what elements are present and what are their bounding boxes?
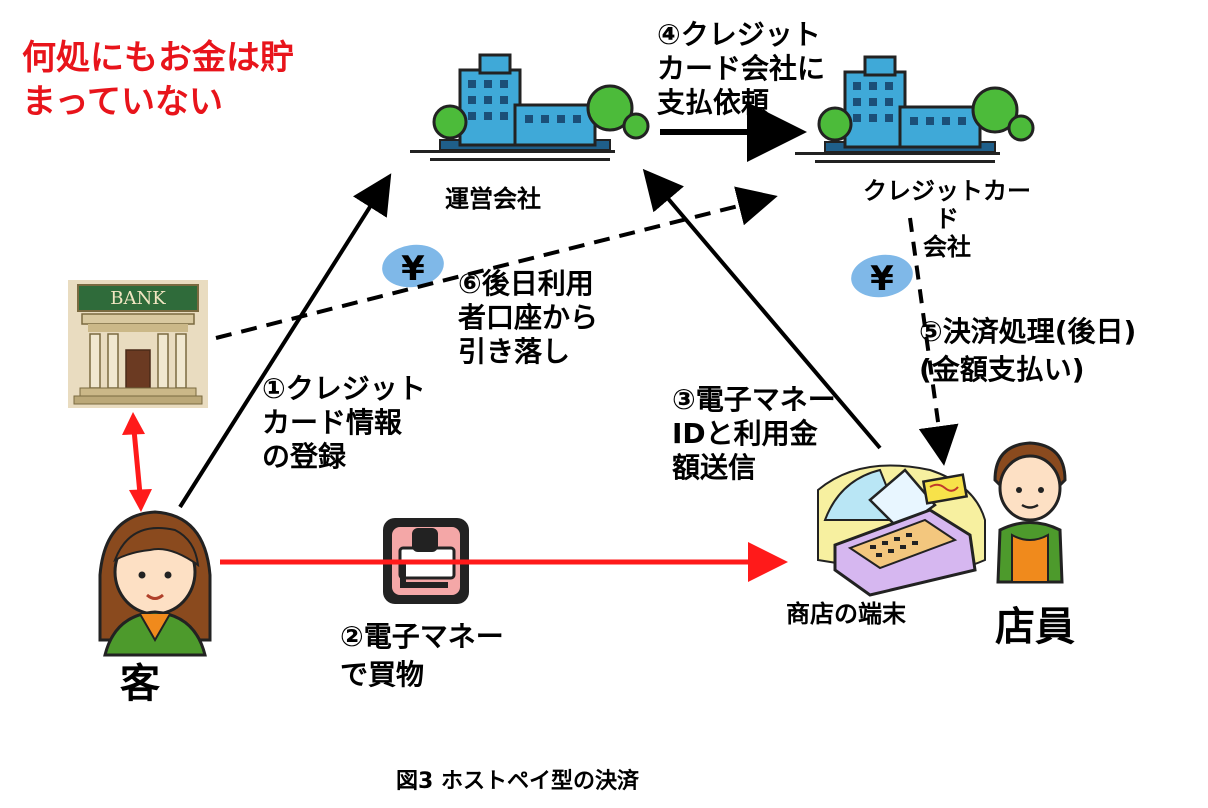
- step1-label: ①クレジット カード情報 の登録: [262, 372, 426, 474]
- bank-building-icon: BANK: [68, 280, 208, 408]
- step3-label: ③電子マネー IDと利用金 額送信: [672, 383, 836, 485]
- yen-symbol-text: ¥: [401, 249, 425, 289]
- clerk-label: 店員: [995, 605, 1075, 649]
- customer-person-icon: [100, 512, 210, 655]
- customer-label: 客: [120, 662, 160, 706]
- clerk-person-icon: [995, 443, 1065, 582]
- yen-badge-bank-icon: ¥: [379, 241, 446, 291]
- credit-company-label: クレジットカード 会社: [852, 177, 1042, 261]
- bank-sign-text: BANK: [110, 288, 166, 309]
- credit-company-building-icon: [795, 57, 1033, 163]
- step5-label: ⑤決済処理(後日) (金額支払い): [919, 313, 1136, 389]
- store-terminal-label: 商店の端末: [786, 600, 906, 628]
- arrow-bank-customer-bidirectional: [122, 412, 152, 512]
- step2-label: ②電子マネー で買物: [340, 618, 504, 694]
- no-money-stored-note: 何処にもお金は貯 まっていない: [22, 36, 294, 124]
- figure-caption: 図3 ホストペイ型の決済: [396, 763, 639, 795]
- operator-building-icon: [410, 55, 648, 161]
- store-terminal-icon: [818, 466, 985, 596]
- step6-label: ⑥後日利用 者口座から 引き落し: [458, 267, 598, 369]
- operator-company-label: 運営会社: [445, 185, 541, 213]
- yen-symbol-text: ¥: [870, 259, 894, 299]
- step4-label: ④クレジット カード会社に 支払依頼: [657, 18, 825, 120]
